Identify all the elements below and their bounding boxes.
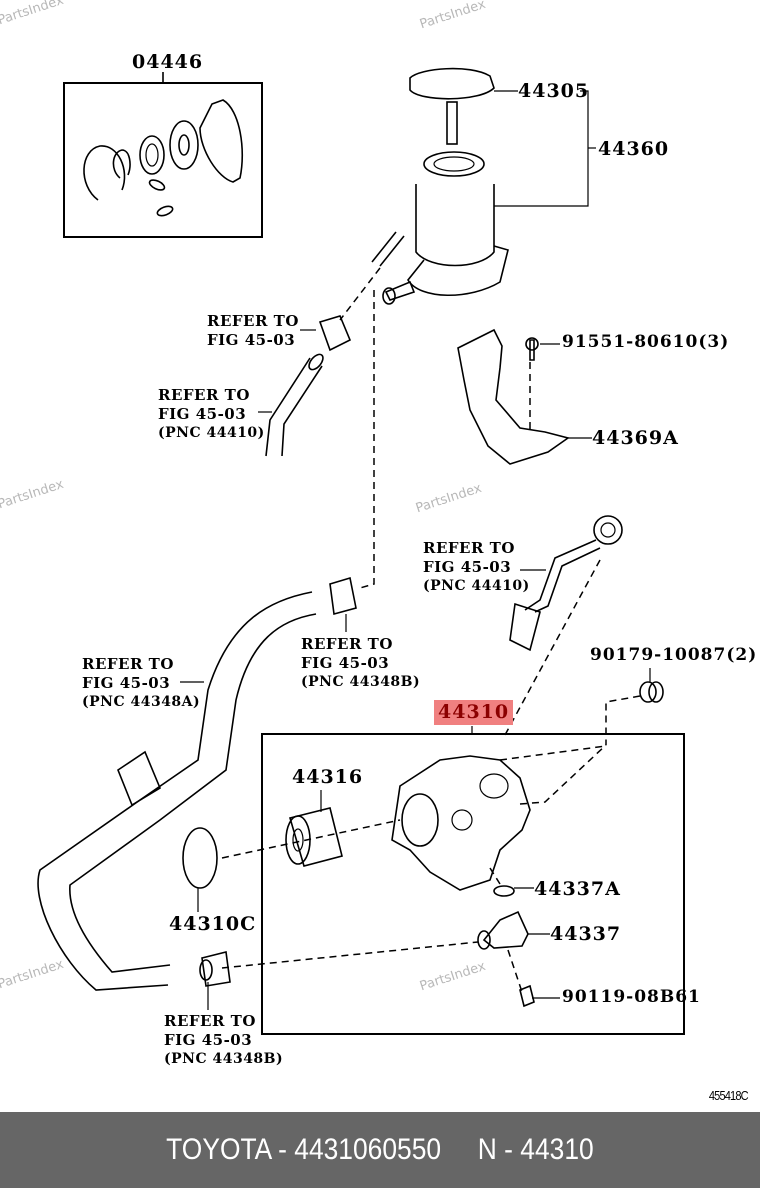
footer-part-info: TOYOTA - 4431060550 N - 44310 [166, 1133, 594, 1166]
washer-icon [169, 120, 199, 170]
callout-90179-10087[interactable]: 90179-10087(2) [590, 645, 758, 665]
hose-clamp-icon [329, 576, 357, 616]
reference-pnc: (PNC 44348B) [301, 674, 421, 690]
callout-91551-80610[interactable]: 91551-80610(3) [562, 332, 730, 352]
reference-line1: REFER TO [164, 1012, 256, 1030]
reference-label[interactable]: REFER TO FIG 45-03 (PNC 44348A) [82, 655, 200, 712]
union-bolt-icon [519, 984, 535, 1008]
gasket-icon [199, 99, 243, 183]
diagram-drawing [37, 67, 685, 1035]
power-steering-pump-icon [391, 755, 531, 891]
reference-line2: FIG 45-03 [158, 405, 247, 423]
reference-line1: REFER TO [207, 312, 299, 330]
tube-nut-icon [509, 602, 541, 652]
union-icon [482, 910, 529, 949]
seal-kit-box [63, 82, 263, 238]
callout-44310-highlighted[interactable]: 44310 [434, 700, 514, 725]
reference-label[interactable]: REFER TO FIG 45-03 (PNC 44410) [423, 539, 530, 596]
reference-line1: REFER TO [301, 635, 393, 653]
reference-label[interactable]: REFER TO FIG 45-03 (PNC 44348B) [164, 1012, 283, 1069]
bolt-icon [529, 339, 535, 361]
oring-large-icon [182, 827, 218, 889]
reference-line2: FIG 45-03 [207, 331, 296, 349]
parts-diagram: PartsIndex PartsIndex PartsIndex PartsIn… [0, 0, 758, 1069]
pressure-tube-group [504, 515, 623, 736]
callout-44305[interactable]: 44305 [518, 80, 590, 102]
bracket-group [457, 328, 592, 465]
seal-kit-group [63, 72, 263, 238]
diagram-code: 455418C [709, 1088, 749, 1103]
reference-line1: REFER TO [158, 386, 250, 404]
reservoir-cap-icon [409, 67, 495, 100]
reference-pnc: (PNC 44410) [423, 578, 530, 594]
reference-line2: FIG 45-03 [301, 654, 390, 672]
reference-line1: REFER TO [423, 539, 515, 557]
callout-44369A[interactable]: 44369A [592, 427, 679, 449]
reference-pnc: (PNC 44348B) [164, 1051, 284, 1067]
reference-label[interactable]: REFER TO FIG 45-03 [207, 312, 299, 350]
banjo-fitting-icon [593, 515, 623, 545]
snap-ring-small-icon [112, 149, 131, 179]
bracket-icon [457, 328, 570, 465]
oring-small-icon [493, 885, 515, 897]
reference-pnc: (PNC 44410) [158, 425, 265, 441]
suction-hose-group [37, 576, 357, 991]
reference-pnc: (PNC 44348A) [82, 694, 201, 710]
reservoir-group [371, 67, 596, 305]
callout-44337[interactable]: 44337 [550, 923, 622, 945]
bushing-icon [639, 681, 657, 703]
callout-44316[interactable]: 44316 [292, 766, 364, 788]
bushing-group [605, 668, 664, 745]
oil-seal-icon [139, 135, 165, 175]
reference-label[interactable]: REFER TO FIG 45-03 (PNC 44410) [158, 386, 265, 443]
return-hose-group [258, 315, 352, 457]
hose-clip-icon [117, 750, 162, 807]
reference-line1: REFER TO [82, 655, 174, 673]
reference-line2: FIG 45-03 [82, 674, 171, 692]
reservoir-body-icon [415, 184, 495, 267]
reference-line2: FIG 45-03 [164, 1031, 253, 1049]
footer-bar: TOYOTA - 4431060550 N - 44310 [0, 1112, 760, 1188]
callout-44310C[interactable]: 44310C [169, 913, 257, 935]
callout-44337A[interactable]: 44337A [534, 878, 621, 900]
callout-04446[interactable]: 04446 [132, 51, 204, 73]
reference-label[interactable]: REFER TO FIG 45-03 (PNC 44348B) [301, 635, 420, 692]
pump-assembly-box [261, 733, 685, 1035]
callout-90119-08B61[interactable]: 90119-08B61 [562, 987, 701, 1007]
snap-ring-icon [83, 145, 126, 201]
hose-clamp-icon [201, 951, 231, 987]
callout-44360[interactable]: 44360 [598, 138, 670, 160]
hose-clamp-icon [318, 315, 352, 352]
reference-line2: FIG 45-03 [423, 558, 512, 576]
pump-box-group [182, 726, 685, 1035]
